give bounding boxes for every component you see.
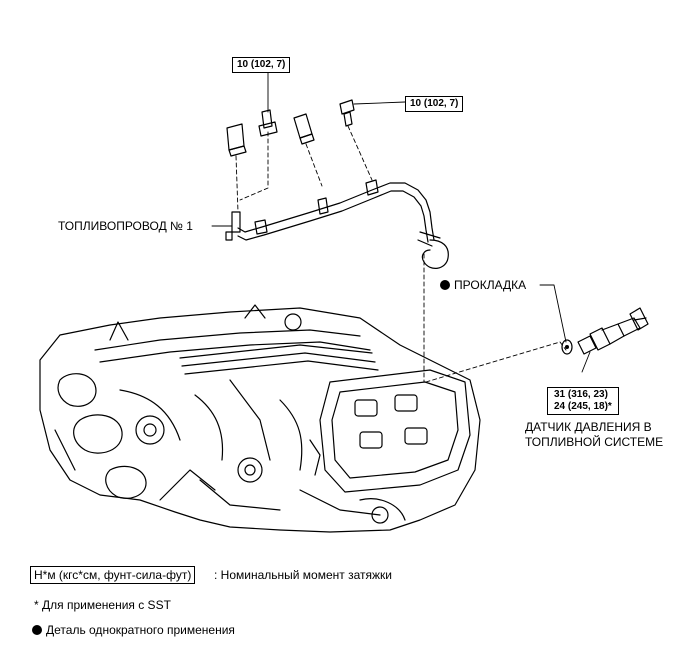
legend-unit-box: Н*м (кгс*см, фунт-сила-фут) (30, 566, 196, 584)
legend-sst-note: * Для применения с SST (34, 598, 171, 612)
label-gasket: ПРОКЛАДКА (440, 278, 526, 292)
label-sensor-line1: ДАТЧИК ДАВЛЕНИЯ В (525, 420, 652, 434)
label-sensor-line2: ТОПЛИВНОЙ СИСТЕМЕ (525, 435, 664, 449)
leader-lines (211, 71, 591, 373)
legend-single-use: Деталь однократного применения (32, 623, 235, 637)
legend-dot-icon (32, 625, 42, 635)
engine-illustration (39, 304, 481, 533)
pressure-sensor (561, 307, 649, 355)
assembly-dashed-lines (235, 125, 567, 383)
fuel-pipe-no1 (225, 179, 449, 269)
label-gasket-text: ПРОКЛАДКА (454, 278, 527, 292)
torque-sensor-line2: 24 (245, 18)* (554, 401, 612, 412)
label-fuel-pipe: ТОПЛИВОПРОВОД № 1 (58, 219, 193, 233)
single-use-dot-icon (440, 280, 450, 290)
torque-label-sensor: 31 (316, 23) 24 (245, 18)* (547, 387, 619, 415)
torque-sensor-line1: 31 (316, 23) (554, 389, 608, 400)
torque-label-left-bolt: 10 (102, 7) (232, 57, 291, 73)
legend-single-use-text: Деталь однократного применения (46, 623, 235, 637)
legend-unit-desc: : Номинальный момент затяжки (214, 568, 392, 582)
upper-parts (226, 99, 355, 157)
torque-label-right-bolt: 10 (102, 7) (405, 96, 464, 112)
